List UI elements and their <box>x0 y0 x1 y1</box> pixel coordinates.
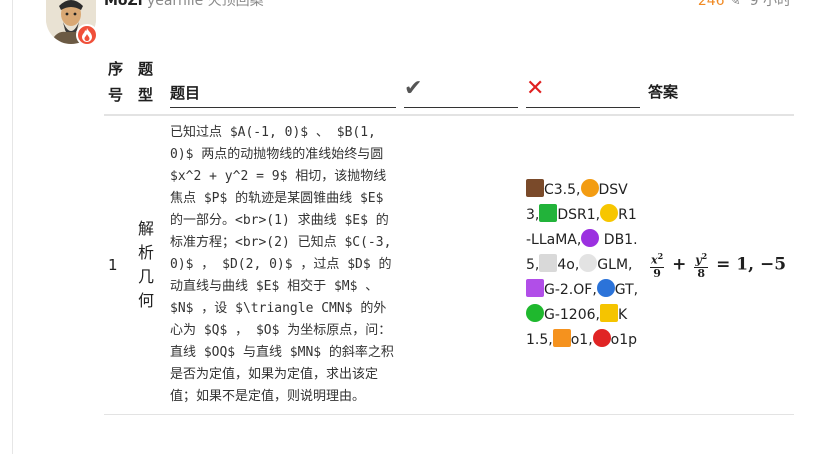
row-type-char: 几 <box>138 267 155 286</box>
answer-fraction-2: y2 8 <box>694 250 709 280</box>
answer-num-1: x <box>651 253 658 267</box>
answer-den-2: 8 <box>697 266 706 280</box>
comment-count[interactable]: 246 <box>697 0 725 9</box>
header-answer: 答案 <box>644 52 794 115</box>
answer-exp-1: 2 <box>657 251 664 262</box>
model-entry: GT, <box>596 278 639 298</box>
header-type-line-1: 题 <box>138 60 154 78</box>
model-label: DB1.5, <box>526 231 638 273</box>
model-entry: G-2.OF, <box>526 278 597 298</box>
model-label: R1-LLaMA, <box>526 206 637 248</box>
red-circle-icon <box>592 328 611 347</box>
row-correct-models <box>400 115 522 415</box>
model-label: G-2.OF, <box>544 281 597 298</box>
model-entry: G-1206, <box>526 303 600 323</box>
post-header: MoZi yearnlle 火顶回案 246 ✎ 9 小时 <box>0 0 831 46</box>
blue-circle-icon <box>596 278 615 297</box>
white-square-icon <box>539 253 558 272</box>
purple-circle-icon <box>581 228 600 247</box>
header-correct: ✔ <box>400 52 522 115</box>
model-entry: 4o, <box>539 253 580 273</box>
author-name[interactable]: MoZi <box>104 0 143 9</box>
answer-num-2: y <box>695 253 702 267</box>
row-wrong-models: C3.5,DSV3,DSR1,R1-LLaMA, DB1.5,4o,GLM,G-… <box>522 115 644 415</box>
answer-plus: + <box>672 254 687 275</box>
flame-badge-icon <box>76 24 98 46</box>
header-type-line-2: 型 <box>138 86 154 104</box>
model-entry: R1-LLaMA, <box>526 203 637 248</box>
row-question: 已知过点 $A(-1, 0)$ 、 $B(1, 0)$ 两点的动抛物线的准线始终… <box>170 125 394 404</box>
row-answer: x2 9 + y2 8 = 1, −5 <box>644 115 794 415</box>
check-icon: ✔ <box>404 76 423 101</box>
row-type-char: 解 <box>138 219 155 238</box>
model-entry: K1.5, <box>526 303 628 348</box>
model-label: DSR1, <box>557 206 601 223</box>
header-index: 序 号 <box>104 52 134 115</box>
orange-circle-icon <box>580 178 599 197</box>
header-index-line-1: 序 <box>108 60 124 78</box>
comment-icon: ✎ <box>729 0 741 9</box>
model-label: K1.5, <box>526 306 628 348</box>
model-entry: DSV3, <box>526 178 628 223</box>
model-entry: o1, <box>552 328 593 348</box>
model-label: o1, <box>570 331 593 348</box>
header-index-line-2: 号 <box>108 86 124 104</box>
model-entry: C3.5, <box>526 178 581 198</box>
header-answer-label: 答案 <box>648 83 679 101</box>
post-stats: 246 ✎ 9 小时 <box>698 0 791 10</box>
model-label: C3.5, <box>544 181 581 198</box>
header-type: 题 型 <box>134 52 166 115</box>
row-type: 解 析 几 何 <box>134 115 166 415</box>
model-label: o1p <box>610 331 638 348</box>
header-question-label: 题目 <box>170 82 396 108</box>
problem-table: 序 号 题 型 题目 ✔ ✕ 答案 <box>104 52 794 415</box>
post-time: 9 小时 <box>749 0 791 9</box>
model-entry: o1p <box>592 328 638 348</box>
answer-fraction-1: x2 9 <box>650 250 665 280</box>
green-circle-icon <box>526 303 544 322</box>
avatar[interactable] <box>46 0 96 44</box>
model-entry: DSR1, <box>539 203 601 223</box>
yellow-square-icon <box>599 303 618 322</box>
header-question: 题目 <box>166 52 400 115</box>
model-label: G-1206, <box>544 306 600 323</box>
model-label: DSV3, <box>526 181 628 223</box>
header-wrong: ✕ <box>522 52 644 115</box>
author-meta: yearnlle 火顶回案 <box>146 0 264 9</box>
model-label: 4o, <box>557 256 580 273</box>
yellow-circle-icon <box>600 203 619 222</box>
author-line: MoZi yearnlle 火顶回案 <box>104 0 264 10</box>
row-index: 1 <box>108 256 118 274</box>
model-label: GLM, <box>597 256 633 273</box>
green-square-icon <box>539 203 558 222</box>
row-type-char: 析 <box>138 243 155 262</box>
model-entry: DB1.5, <box>526 228 638 273</box>
model-label: GT, <box>614 281 639 298</box>
white-circle-icon <box>579 253 598 272</box>
answer-rest: = 1, −5 <box>716 254 787 275</box>
orange-square-icon <box>552 328 571 347</box>
row-type-char: 何 <box>138 291 155 310</box>
cross-icon: ✕ <box>526 76 545 101</box>
left-border <box>12 0 13 454</box>
table-row: 1 解 析 几 何 已知过点 $A(-1, 0)$ 、 $B(1, 0)$ 两点… <box>104 115 794 415</box>
answer-den-1: 9 <box>653 266 661 280</box>
table-header-row: 序 号 题 型 题目 ✔ ✕ 答案 <box>104 52 794 115</box>
purple-square-icon <box>526 278 544 297</box>
brown-square-icon <box>526 178 544 197</box>
answer-exp-2: 2 <box>701 251 708 262</box>
model-entry: GLM, <box>579 253 633 273</box>
